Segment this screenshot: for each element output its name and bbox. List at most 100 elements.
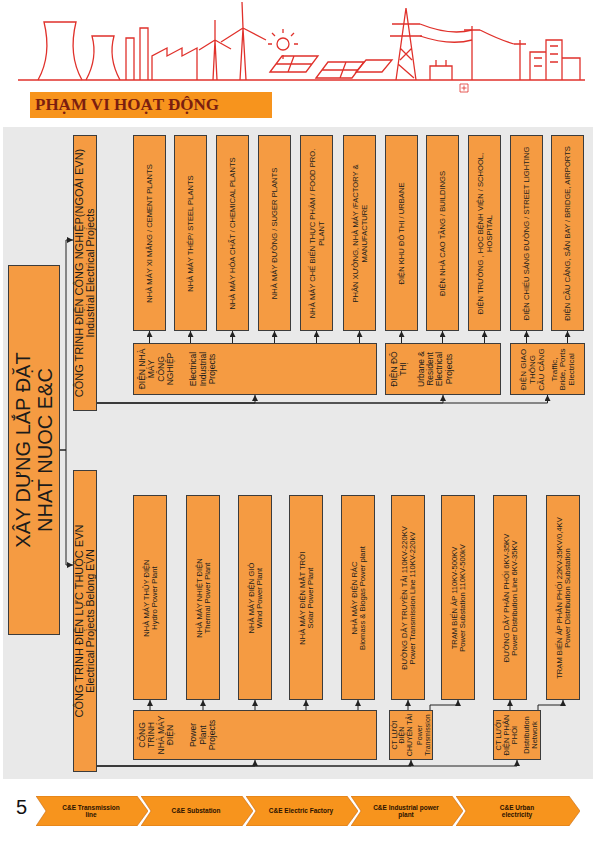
chimney (126, 28, 148, 80)
cooling-tower (86, 36, 120, 80)
connector-arrow (97, 395, 548, 403)
chevron-fill (36, 796, 148, 826)
building (530, 40, 580, 80)
item-box: ĐIỆN NHÀ CAO TẦNG / BUILDINGS (426, 135, 459, 331)
box-label: ĐIỆN NHÀ CAO TẦNG / BUILDINGS (438, 170, 446, 295)
box-label: CÔNG TRÌNH ĐIỆN LỰC THUỘC EVN (73, 525, 85, 718)
connector-arrow (232, 331, 233, 343)
connector-arrow (526, 331, 527, 343)
connector-arrow (190, 331, 191, 343)
box-label: ĐƯỜNG DÂY PHÂN PHỐI 6KV-35KV (502, 533, 510, 662)
box-label: ĐIỆN NHÀ MÁY CÔNG NGHIỆP (138, 347, 175, 391)
box-label: NHÀ MÁY ĐIỆN MẶT TRỜI (298, 551, 306, 644)
text-frame: TRẠM BIẾN ÁP 110KV-500KVPower Substation… (442, 496, 474, 699)
box-label: Power Substation 110KV-500kV (458, 544, 466, 652)
box-label: Biomass & Biogas Power plant (358, 546, 366, 650)
wind-turbine (199, 20, 231, 80)
chevron-arrow: C&E Electric Factory (246, 796, 358, 826)
item-box: TRẠM BIẾN ÁP PHÂN PHỐI 22KV-35KV/0,4KVPo… (546, 495, 580, 700)
box-label: NHAT NUOC E&C (34, 368, 56, 532)
box-label: ĐIỆN KHU ĐÔ THỊ / URBANE (397, 182, 405, 284)
text-frame: C&E Industrial power plant (351, 796, 463, 826)
box-label: ĐIỆN TRƯỜNG , HỌC BỆNH VIỆN / SCHOOL, HO… (476, 139, 493, 327)
page-number: 5 (16, 796, 27, 819)
box-label: Electrical Industrial Projects (189, 347, 217, 391)
root-box: XÂY DỰNG LẮP ĐẶTNHAT NUOC E&C (8, 265, 60, 635)
item-box: NHÀ MÁY ĐƯỜNG / SUGER PLANTS (258, 135, 291, 331)
box-label: ĐIỆN CHIẾU SÁNG ĐƯỜNG / STREET LIGHTING (522, 146, 530, 320)
box-label: CT LƯỚI ĐIỆN PHÂN PHỐI (495, 713, 520, 757)
item-box: ĐIỆN TRƯỜNG , HỌC BỆNH VIỆN / SCHOOL, HO… (468, 135, 501, 331)
power-pole (464, 26, 526, 80)
box-label: NHÀ MÁY XI MĂNG / CEMENT PLANTS (145, 164, 153, 303)
text-frame: ĐIỆN KHU ĐÔ THỊ / URBANE (386, 136, 417, 330)
factory (152, 48, 197, 80)
box-label: Power Transmission (416, 713, 431, 757)
connector-arrow (401, 331, 402, 343)
box-label: Power Distribution Line 6KV-35KV (510, 540, 518, 655)
connector-arrow (274, 331, 275, 343)
skyline-illustration (18, 2, 585, 80)
box-label: ĐIỆN GIAO THÔNG CẦU CẢNG (519, 347, 545, 391)
box-label: Electrical Projects Belong EVN (85, 549, 97, 693)
text-frame: ĐƯỜNG DÂY PHÂN PHỐI 6KV-35KVPower Distri… (494, 496, 526, 699)
text-frame: ĐƯỜNG DÂY TRUYỀN TẢI 110KV-220KVPower Tr… (392, 496, 424, 699)
connector-arrow (150, 700, 151, 710)
transformer (430, 60, 452, 80)
connector-arrow (484, 331, 485, 343)
box-label: CÔNG TRÌNH NHÀ MÁY ĐIỆN (138, 714, 175, 756)
text-frame: NHÀ MÁY NHIỆT ĐIỆNThermal Power Plant (187, 496, 219, 699)
box-label: C&E Substation (171, 807, 220, 814)
box-label: NHÀ MÁY CHẾ BIẾN THỰC PHẨM / FOOD PRO. P… (308, 139, 325, 327)
connector-arrow (60, 240, 73, 450)
item-box: NHÀ MÁY HÓA CHẤT / CHEMICAL PLANTS (216, 135, 249, 331)
text-frame: C&E Electric Factory (246, 796, 358, 826)
box-label: C&E Industrial power plant (373, 804, 439, 818)
item-box: ĐƯỜNG DÂY TRUYỀN TẢI 110KV-220KVPower Tr… (391, 495, 425, 700)
box-label: Urbane & Resident Electrical Projects (417, 347, 454, 391)
connector-arrow (442, 331, 443, 343)
connector-arrow (97, 760, 255, 766)
box-label: ĐIỆN CẦU CẢNG, SÂN BAY / BRIDGE, AIRPORT… (563, 146, 571, 321)
text-frame: ĐIỆN TRƯỜNG , HỌC BỆNH VIỆN / SCHOOL, HO… (469, 136, 500, 330)
connector-arrow (538, 700, 563, 710)
box-label: ĐIỆN ĐÔ THỊ (390, 347, 409, 391)
item-box: NHÀ MÁY ĐIỆN GIÓWind Power Plant (238, 495, 272, 700)
power-wire (480, 30, 514, 44)
group-box: CT LƯỚI ĐIỆN CHUYỂN TẢIPower Transmissio… (389, 710, 433, 760)
text-frame: NHÀ MÁY HÓA CHẤT / CHEMICAL PLANTS (217, 136, 248, 330)
item-box: NHÀ MÁY NHIỆT ĐIỆNThermal Power Plant (186, 495, 220, 700)
sun-rays (268, 29, 298, 59)
text-frame: NHÀ MÁY ĐIỆN MẶT TRỜISolar Power Plant (290, 496, 322, 699)
item-box: ĐƯỜNG DÂY PHÂN PHỐI 6KV-35KVPower Distri… (493, 495, 527, 700)
box-label: NHÀ MÁY HÓA CHẤT / CHEMICAL PLANTS (228, 157, 236, 309)
item-box: NHÀ MÁY THÉP/ STEEL PLANTS (174, 135, 207, 331)
connector-arrow (359, 331, 360, 343)
item-box: NHÀ MÁY ĐIỆN MẶT TRỜISolar Power Plant (289, 495, 323, 700)
connector-arrow (149, 331, 150, 343)
item-box: NHÀ MÁY CHẾ BIẾN THỰC PHẨM / FOOD PRO. P… (300, 135, 333, 331)
item-box: PHÂN XƯỞNG, NHÀ MÁY /FACTORY & MANUFACTU… (343, 135, 376, 331)
connector-arrow (255, 700, 256, 710)
box-label: C&E Transmission line (58, 804, 124, 818)
text-frame: CÔNG TRÌNH ĐIỆN CÔNG NGHIỆP(NGOÀI EVN)In… (74, 136, 96, 410)
group-box: ĐIỆN GIAO THÔNG CẦU CẢNGTraffic, Bride, … (510, 343, 585, 395)
title-band: PHẠM VI HOẠT ĐỘNG (30, 92, 272, 118)
branch-box: CÔNG TRÌNH ĐIỆN CÔNG NGHIỆP(NGOÀI EVN)In… (73, 135, 97, 411)
text-frame: ĐIỆN CHIẾU SÁNG ĐƯỜNG / STREET LIGHTING (511, 136, 542, 330)
text-frame: XÂY DỰNG LẮP ĐẶTNHAT NUOC E&C (9, 266, 59, 634)
sun (277, 38, 289, 50)
text-frame: ĐIỆN GIAO THÔNG CẦU CẢNGTraffic, Bride, … (511, 344, 584, 394)
box-label: C&E Urban electricity (484, 804, 550, 818)
expand-icon (460, 84, 468, 92)
connector-arrow (60, 450, 73, 565)
connector-arrow (430, 700, 458, 710)
connector-arrow (97, 760, 411, 766)
connector-arrow (316, 331, 317, 343)
text-frame: TRẠM BIẾN ÁP PHÂN PHỐI 22KV-35KV/0,4KVPo… (547, 496, 579, 699)
text-frame: NHÀ MÁY CHẾ BIẾN THỰC PHẨM / FOOD PRO. P… (301, 136, 332, 330)
text-frame: PHÂN XƯỞNG, NHÀ MÁY /FACTORY & MANUFACTU… (344, 136, 375, 330)
text-frame: NHÀ MÁY ĐIỆN RÁCBiomass & Biogas Power p… (342, 496, 374, 699)
